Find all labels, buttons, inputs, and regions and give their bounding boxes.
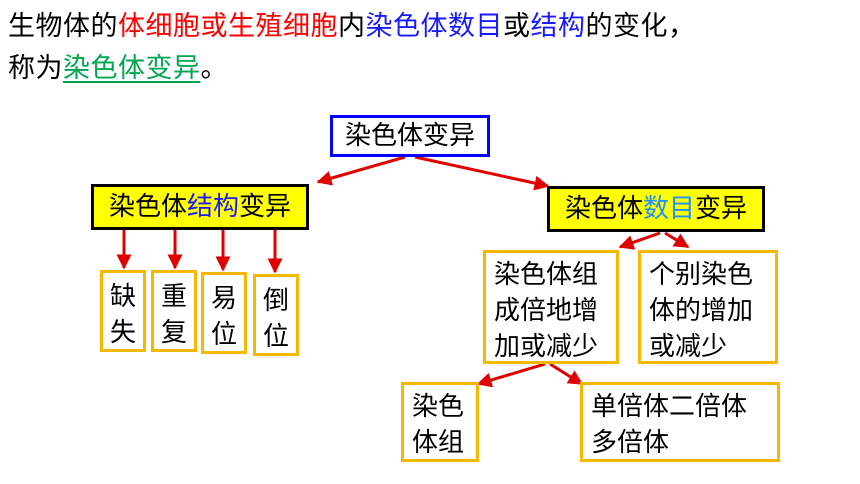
chromosome-set-line-1: 染色 bbox=[412, 392, 465, 422]
structural-accent: 结构 bbox=[186, 192, 239, 222]
deletion-line-1: 缺 bbox=[109, 282, 136, 312]
arrow-numerical-set bbox=[618, 231, 661, 250]
set-change-line-3: 加或减少 bbox=[494, 332, 599, 362]
structural-suffix: 变异 bbox=[239, 192, 292, 222]
intro-seg-10: 。 bbox=[200, 53, 228, 84]
arrow-set-chromosome-set bbox=[476, 362, 546, 388]
arrow-root-structural bbox=[316, 155, 406, 186]
intro-structure: 结构 bbox=[530, 11, 586, 42]
duplication-node: 重 复 bbox=[151, 270, 197, 352]
intro-text: 生物体的体细胞或生殖细胞内染色体数目或结构的变化， 称为染色体变异。 bbox=[8, 6, 853, 90]
root-node: 染色体变异 bbox=[330, 115, 490, 157]
individual-change-line-3: 或减少 bbox=[649, 332, 728, 362]
translocation-line-1: 易 bbox=[210, 284, 237, 314]
root-label: 染色体变异 bbox=[344, 121, 475, 151]
numerical-variation-node: 染色体数目变异 bbox=[547, 186, 765, 232]
ploidy-node: 单倍体二倍体 多倍体 bbox=[580, 382, 780, 462]
chromosome-set-line-2: 体组 bbox=[412, 428, 465, 458]
duplication-line-2: 复 bbox=[160, 318, 187, 348]
ploidy-line-2: 多倍体 bbox=[591, 428, 670, 458]
intro-seg-8: 称为 bbox=[8, 53, 63, 84]
individual-change-line-1: 个别染色 bbox=[649, 260, 754, 290]
ploidy-line-1: 单倍体二倍体 bbox=[591, 392, 748, 422]
structural-variation-node: 染色体结构变异 bbox=[91, 184, 309, 230]
arrow-set-ploidy bbox=[549, 362, 584, 386]
intro-seg-3: 内 bbox=[338, 11, 366, 42]
numerical-suffix: 变异 bbox=[695, 194, 748, 224]
numerical-accent: 数目 bbox=[642, 194, 695, 224]
inversion-line-1: 倒 bbox=[262, 286, 289, 316]
intro-seg-7: 的变化， bbox=[585, 11, 696, 42]
individual-chromosome-change-node: 个别染色 体的增加 或减少 bbox=[638, 250, 778, 364]
translocation-node: 易 位 bbox=[201, 272, 247, 354]
translocation-line-2: 位 bbox=[210, 320, 237, 350]
set-change-line-1: 染色体组 bbox=[494, 260, 599, 290]
arrow-numerical-individual bbox=[664, 231, 690, 249]
deletion-line-2: 失 bbox=[109, 318, 136, 348]
deletion-node: 缺 失 bbox=[100, 270, 146, 352]
intro-term: 染色体变异 bbox=[63, 53, 201, 84]
intro-number: 染色体数目 bbox=[365, 11, 503, 42]
set-change-line-2: 成倍地增 bbox=[494, 296, 599, 326]
duplication-line-1: 重 bbox=[160, 282, 187, 312]
numerical-prefix: 染色体 bbox=[564, 194, 643, 224]
individual-change-line-2: 体的增加 bbox=[649, 296, 754, 326]
chromosome-set-change-node: 染色体组 成倍地增 加或减少 bbox=[483, 250, 619, 364]
inversion-line-2: 位 bbox=[262, 322, 289, 352]
intro-seg-1: 生物体的 bbox=[8, 11, 118, 42]
arrow-root-numerical bbox=[414, 155, 550, 191]
chromosome-set-node: 染色 体组 bbox=[401, 382, 479, 462]
intro-seg-5: 或 bbox=[503, 11, 531, 42]
inversion-node: 倒 位 bbox=[253, 274, 299, 356]
intro-cell-type: 体细胞或生殖细胞 bbox=[118, 11, 338, 42]
structural-prefix: 染色体 bbox=[108, 192, 187, 222]
